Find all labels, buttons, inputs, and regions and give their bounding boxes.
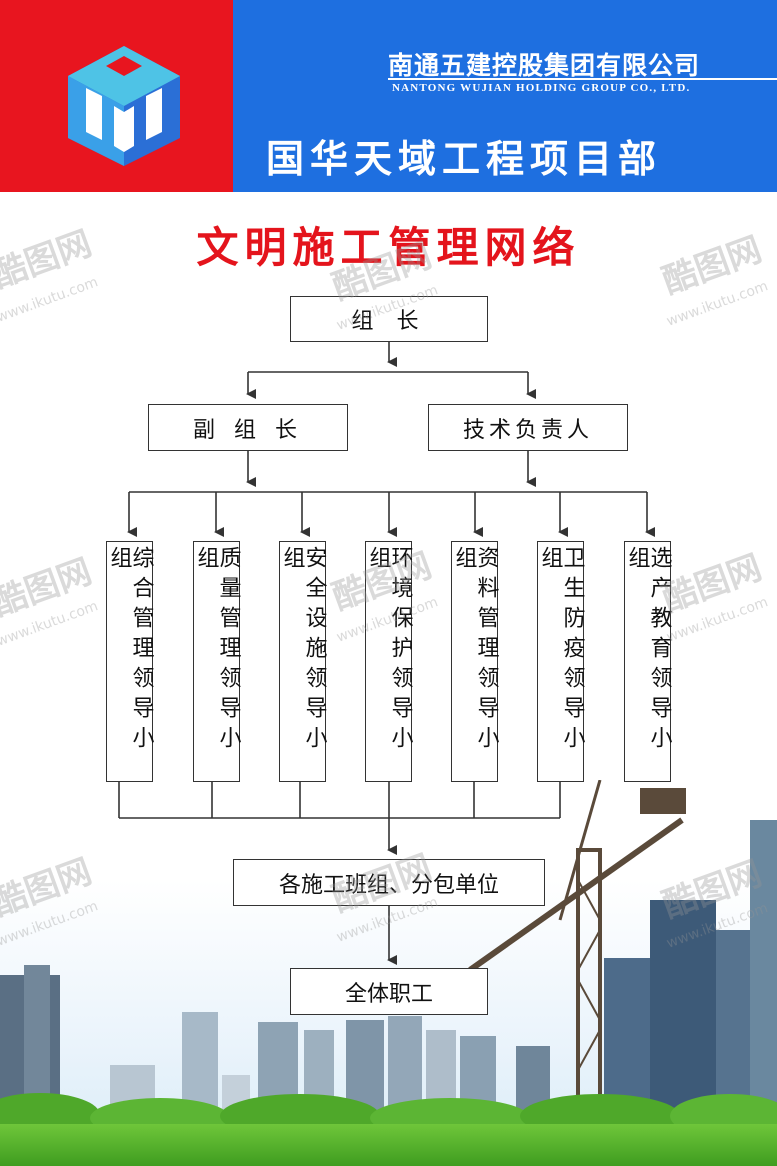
group-box-safety: 安全设施领导小组	[279, 541, 327, 782]
group-box-quality: 质量管理领导小组	[193, 541, 241, 782]
header-divider-line	[388, 78, 777, 80]
group-box-documents: 资料管理领导小组	[451, 541, 499, 782]
all-staff-box: 全体职工	[290, 968, 488, 1015]
group-box-education: 选产教育领导小组	[624, 541, 672, 782]
project-name: 国华天域工程项目部	[266, 137, 663, 181]
grass-ground	[0, 1124, 777, 1166]
header-blue-panel	[233, 0, 777, 192]
company-name-cn: 南通五建控股集团有限公司	[388, 51, 701, 80]
leader-box: 组 长	[290, 296, 488, 342]
chart-title: 文明施工管理网络	[196, 223, 581, 272]
tech-lead-box: 技术负责人	[428, 404, 628, 451]
group-box-hygiene: 卫生防疫领导小组	[537, 541, 585, 782]
construction-units-box: 各施工班组、分包单位	[233, 859, 545, 906]
company-name-en: NANTONG WUJIAN HOLDING GROUP CO., LTD.	[392, 82, 691, 94]
group-box-environment: 环境保护领导小组	[365, 541, 413, 782]
group-box-general: 综合管理领导小组	[106, 541, 154, 782]
company-logo-icon	[68, 46, 180, 166]
deputy-leader-box: 副 组 长	[148, 404, 348, 451]
